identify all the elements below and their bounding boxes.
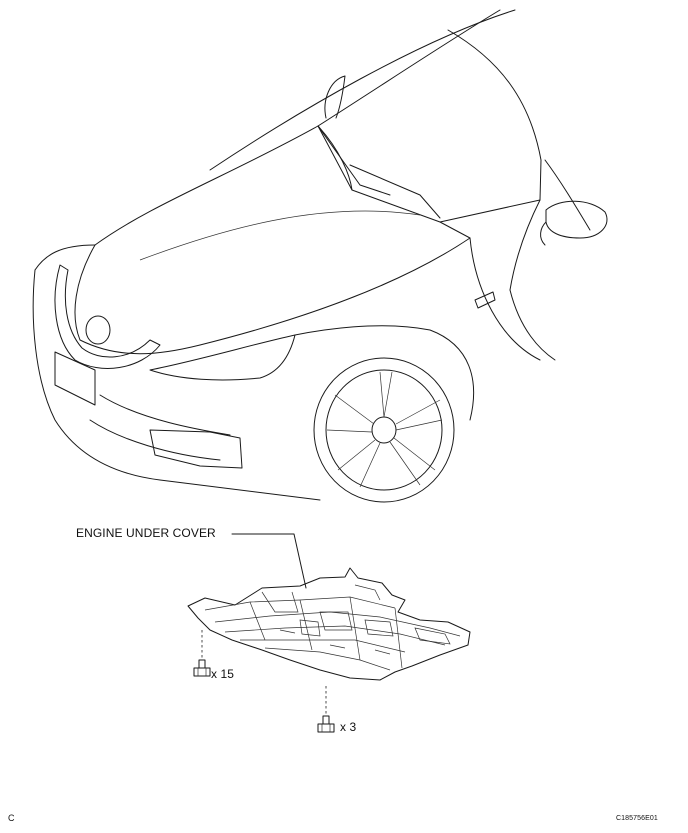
- callout-leader: [231, 533, 307, 589]
- emblem: [85, 315, 111, 345]
- front-grille: [54, 264, 161, 369]
- front-bumper: [32, 269, 321, 501]
- side-mirror: [545, 200, 608, 239]
- license-plate: [54, 351, 96, 406]
- corner-code: C: [8, 813, 15, 823]
- engine-under-cover-label: ENGINE UNDER COVER: [76, 526, 216, 540]
- headlight: [149, 334, 296, 381]
- wiper: [349, 164, 441, 219]
- front-wheel: [313, 357, 455, 503]
- engine-under-cover: [187, 567, 471, 681]
- bolt-icon: [193, 659, 211, 677]
- bolt-quantity-label: x 3: [340, 720, 357, 734]
- fog-light: [149, 429, 243, 469]
- wiper: [317, 125, 391, 196]
- bolt-icon: [317, 715, 335, 733]
- bolt-quantity-label: x 15: [211, 667, 235, 681]
- figure-id: C185756E01: [616, 815, 658, 822]
- vehicle-illustration: [32, 9, 608, 503]
